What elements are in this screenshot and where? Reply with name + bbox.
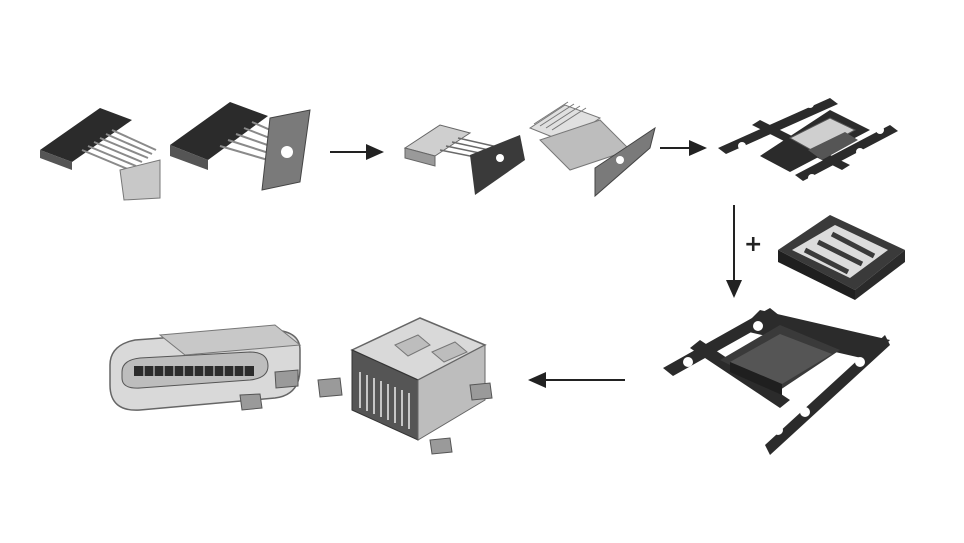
stamped-terminal-rows-illustration [40, 102, 311, 201]
carrier-assembly-illustration [718, 98, 898, 182]
plastic-housing-illustration [778, 215, 905, 300]
insert-molded-blocks-illustration [403, 101, 656, 198]
finished-connectors-illustration [109, 317, 493, 455]
overmolded-carrier-illustration [663, 308, 890, 455]
plus-sign: + [744, 232, 763, 257]
